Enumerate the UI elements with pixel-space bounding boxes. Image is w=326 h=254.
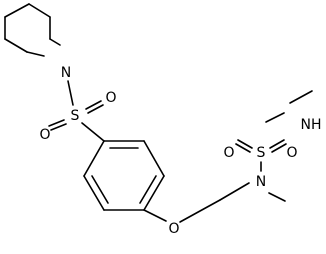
atom-nh-sulfamide: NH [301, 117, 322, 133]
bond [4, 3, 30, 18]
ethylene-chain [179, 182, 250, 223]
sulfonyl-oxygen-bonds [48, 100, 104, 131]
piperidine-ring [4, 3, 61, 57]
atom-o-sulfonyl-left: O [39, 127, 50, 143]
sulfamide-oxygen-bonds [235, 139, 287, 153]
atom-s-sulfamide: S [257, 145, 266, 161]
bond [26, 51, 45, 57]
atom-s-sulfonyl: S [71, 108, 80, 124]
atom-o-ether: O [168, 221, 179, 237]
bond [28, 3, 51, 18]
bond-s-nh [265, 112, 285, 123]
bond [4, 38, 28, 53]
bond [49, 38, 61, 46]
benzene-ring [83, 140, 165, 211]
bond-n-methyl [268, 192, 286, 202]
atom-o-sulfamide-right: O [286, 145, 297, 161]
atom-o-sulfamide-left: O [223, 145, 234, 161]
bond-nh-methyl [289, 90, 313, 104]
bond-ring-o [143, 209, 167, 222]
atom-n-piperidine: N [61, 65, 71, 81]
bond-s-ring [81, 122, 105, 142]
bond-n-s [67, 80, 74, 106]
atom-n-amine: N [256, 174, 266, 190]
atom-o-sulfonyl-right: O [105, 90, 116, 106]
